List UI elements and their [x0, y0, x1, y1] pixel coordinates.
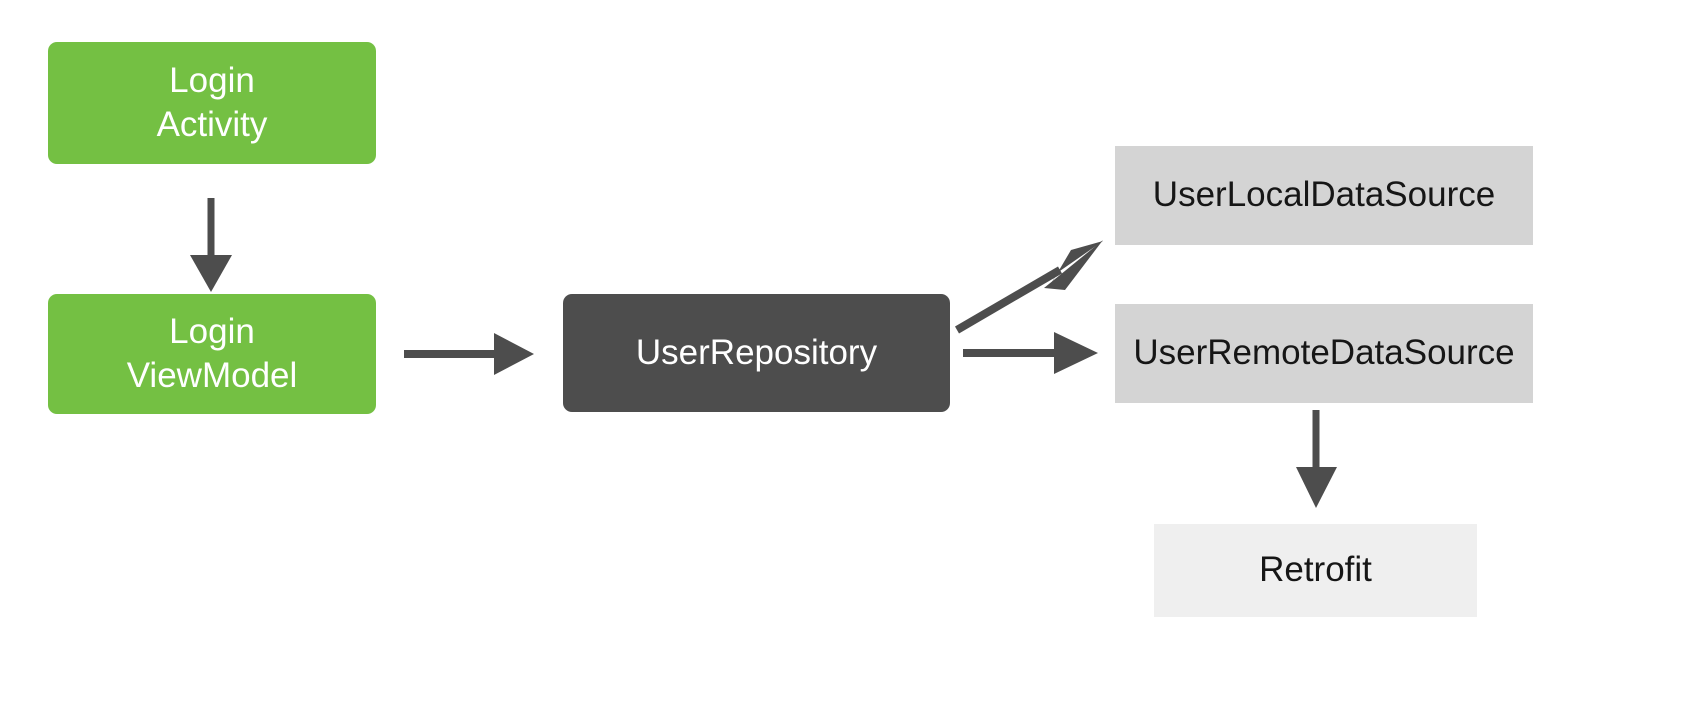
node-user-local-data-source[interactable]: UserLocalDataSource — [1115, 146, 1533, 245]
node-login-activity-label: Login Activity — [156, 60, 268, 144]
node-user-repository[interactable]: UserRepository — [563, 294, 950, 412]
node-retrofit-label: Retrofit — [1259, 550, 1372, 590]
node-login-activity[interactable]: Login Activity — [48, 42, 376, 164]
edge-repository-to-local — [954, 240, 1103, 334]
node-user-remote-data-source-label: UserRemoteDataSource — [1133, 333, 1515, 373]
node-login-viewmodel[interactable]: Login ViewModel — [48, 294, 376, 414]
edge-remote-to-retrofit — [1296, 410, 1337, 508]
node-retrofit[interactable]: Retrofit — [1154, 524, 1477, 617]
node-user-remote-data-source[interactable]: UserRemoteDataSource — [1115, 304, 1533, 403]
edge-repository-to-remote — [963, 332, 1098, 374]
edge-viewmodel-to-repository — [404, 333, 534, 375]
edge-activity-to-viewmodel — [190, 198, 232, 292]
node-login-viewmodel-label: Login ViewModel — [126, 311, 298, 395]
node-user-repository-label: UserRepository — [635, 332, 878, 372]
node-user-local-data-source-label: UserLocalDataSource — [1152, 175, 1496, 215]
